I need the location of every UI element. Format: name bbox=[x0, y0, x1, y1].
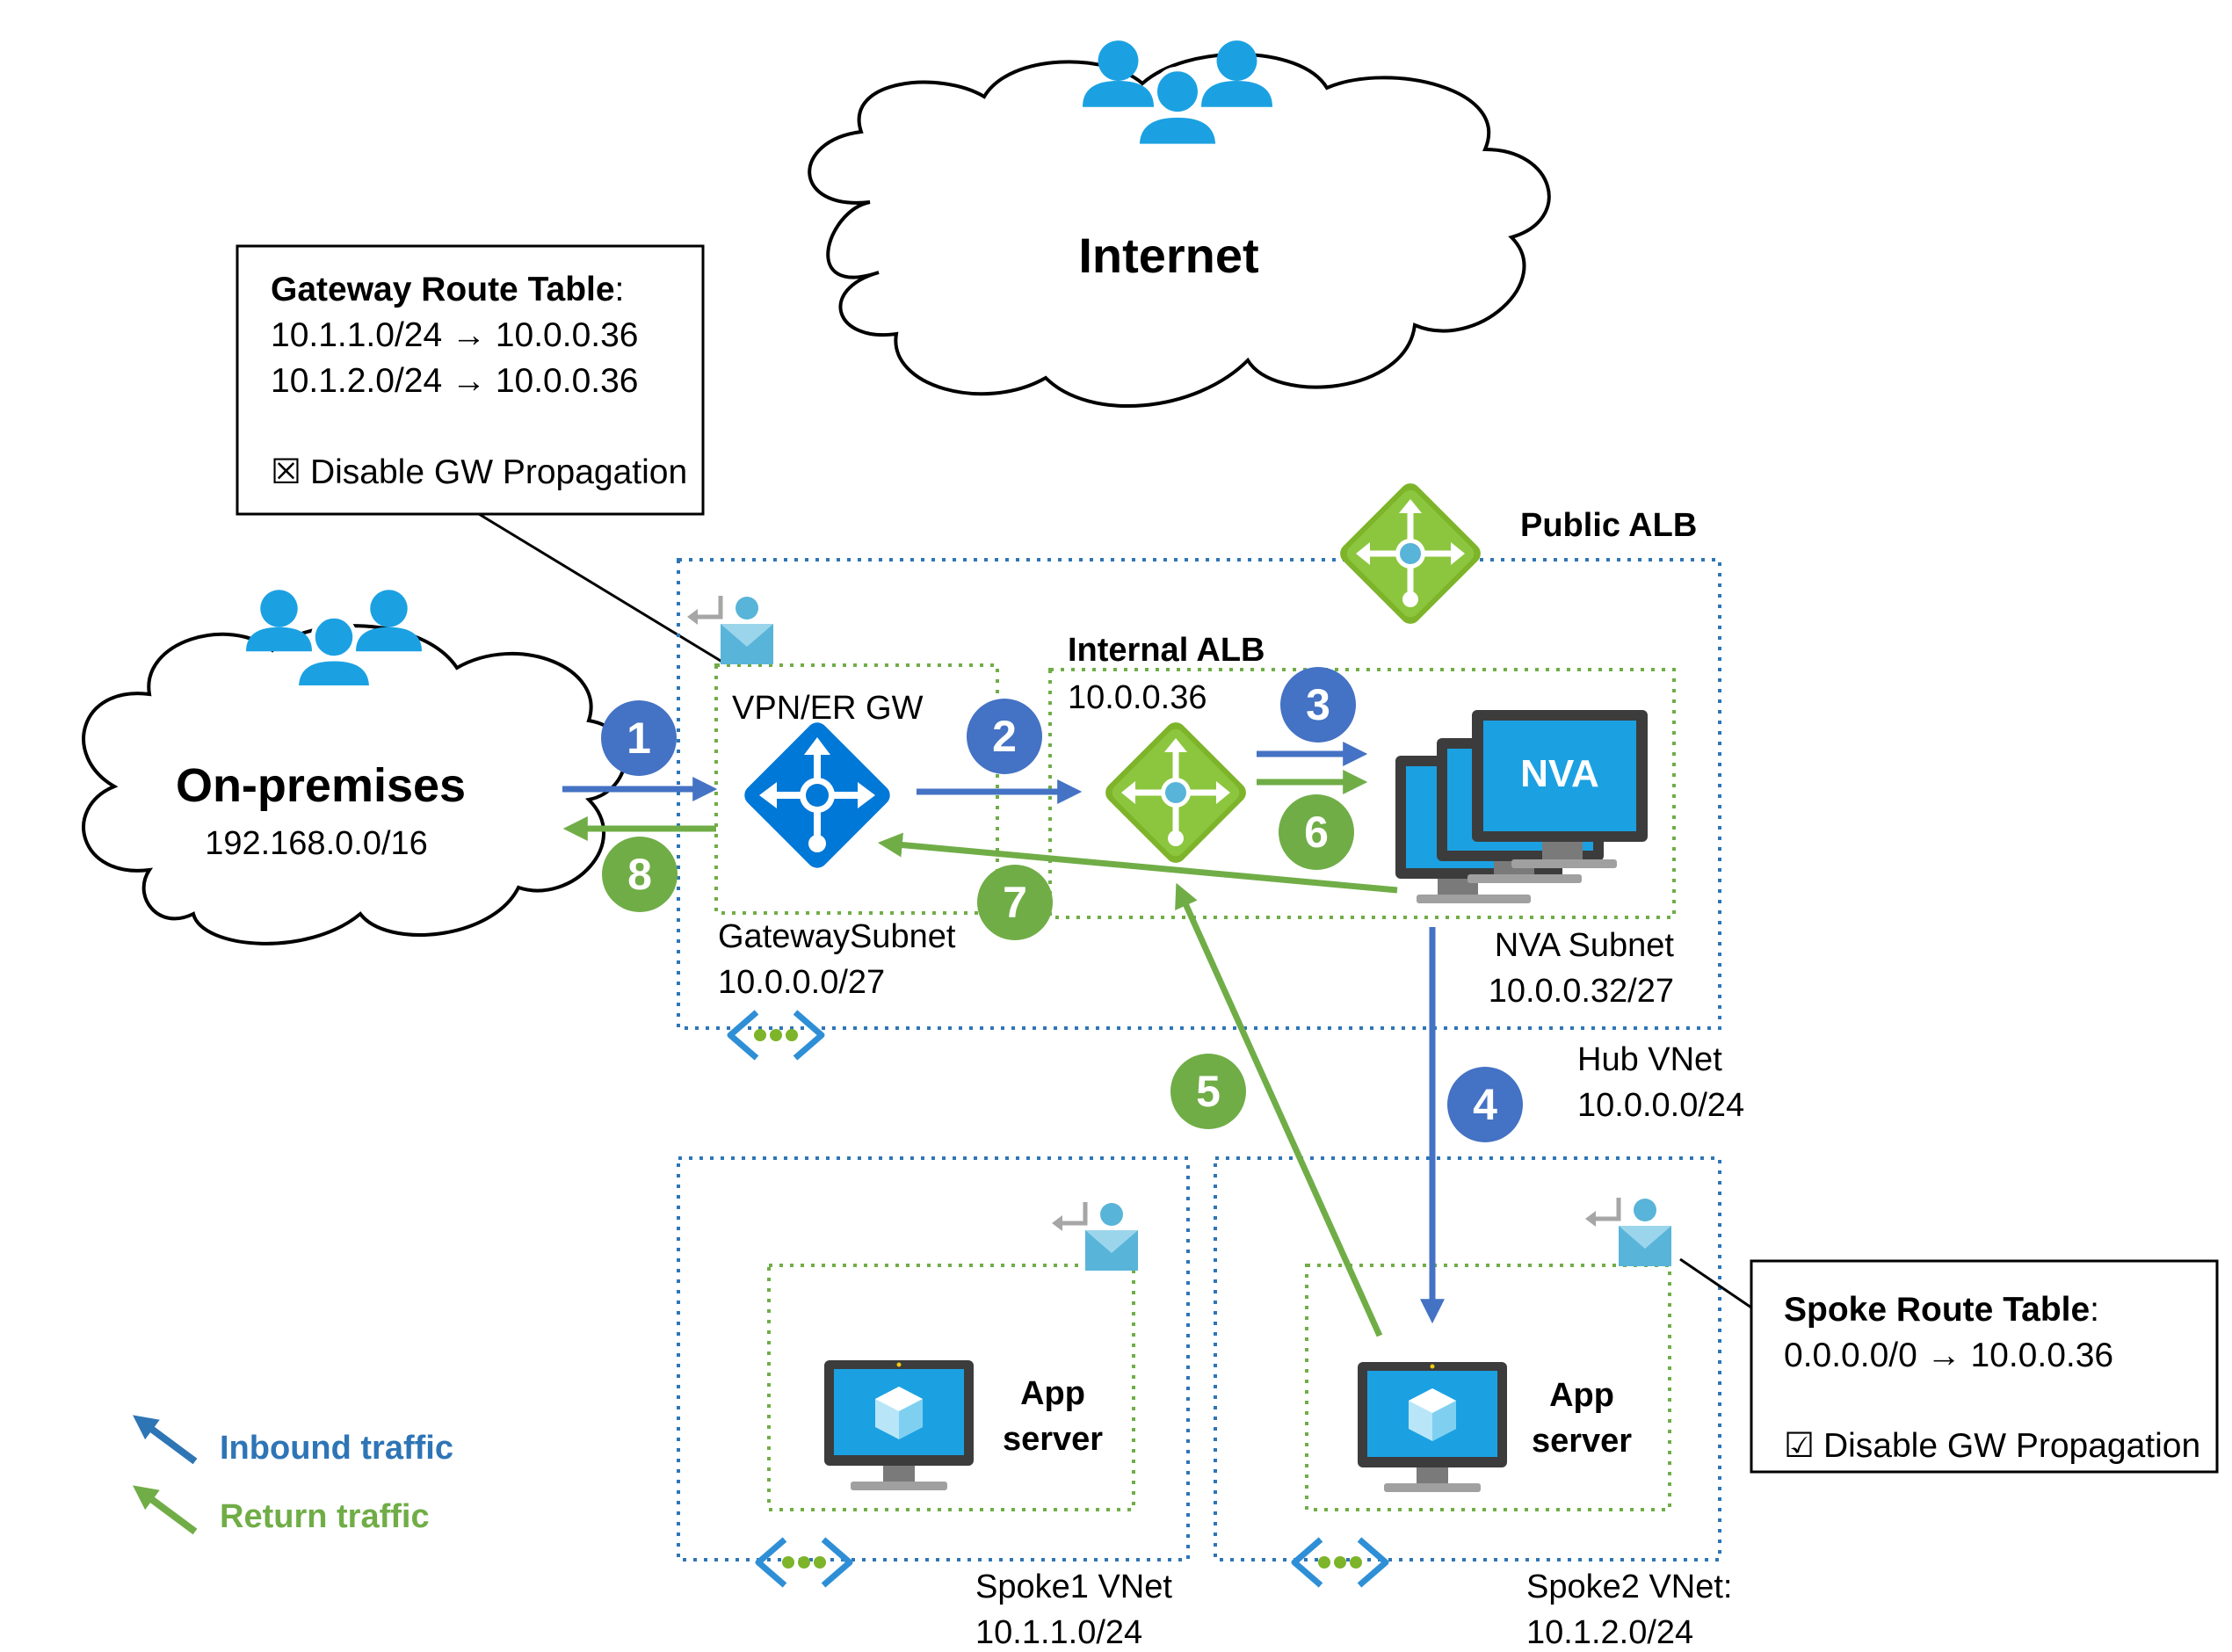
legend-inbound-arrow-icon bbox=[133, 1415, 198, 1465]
hub-vnet-boundary bbox=[677, 558, 1721, 1030]
step-badge-2: 2 bbox=[967, 699, 1042, 774]
spoke-route-1: 0.0.0.0/0 → 10.0.0.36 bbox=[1784, 1337, 2113, 1374]
hub-route-table-icon bbox=[687, 596, 773, 664]
nva-label: NVA bbox=[1520, 752, 1599, 795]
gateway-subnet-cidr: 10.0.0.0/27 bbox=[718, 964, 885, 1001]
step-badge-4: 4 bbox=[1447, 1067, 1523, 1142]
spoke-disable-propagation: Disable GW Propagation bbox=[1823, 1427, 2200, 1465]
legend-return-label: Return traffic bbox=[220, 1498, 430, 1535]
gateway-route-table-title: Gateway Route Table bbox=[271, 271, 615, 308]
vpn-gw-label: VPN/ER GW bbox=[732, 690, 924, 727]
spoke1-vnet-name: Spoke1 VNet bbox=[975, 1569, 1172, 1605]
step-8-number: 8 bbox=[627, 850, 652, 899]
step-7-number: 7 bbox=[1003, 878, 1027, 927]
app-server-2-line2: server bbox=[1532, 1423, 1632, 1460]
gateway-route-table-colon: : bbox=[615, 271, 625, 308]
app-server-2-vm-icon bbox=[1358, 1362, 1507, 1492]
gateway-subnet-name: GatewaySubnet bbox=[718, 918, 956, 955]
spoke1-vnet-icon bbox=[758, 1540, 850, 1585]
gateway-route-1: 10.1.1.0/24 → 10.0.0.36 bbox=[271, 316, 639, 354]
step-4-number: 4 bbox=[1473, 1080, 1497, 1129]
step-3-number: 3 bbox=[1306, 680, 1330, 729]
step-2-number: 2 bbox=[992, 712, 1017, 761]
app-server-1-vm-icon bbox=[824, 1360, 974, 1490]
svg-text:Gateway Route Table:: Gateway Route Table: bbox=[271, 271, 624, 308]
internal-alb-label: Internal ALB bbox=[1068, 632, 1265, 669]
spoke2-vnet-name: Spoke2 VNet: bbox=[1526, 1569, 1732, 1605]
app-server-1-line1: App bbox=[1020, 1375, 1085, 1412]
gateway-table-connector bbox=[478, 512, 726, 665]
hub-vnet-icon bbox=[730, 1012, 822, 1058]
step-1-number: 1 bbox=[627, 714, 651, 763]
gateway-subnet-boundary bbox=[714, 663, 999, 915]
arrow-step-5 bbox=[1175, 882, 1383, 1337]
step-badge-5: 5 bbox=[1170, 1054, 1246, 1129]
spoke-route-table-title: Spoke Route Table bbox=[1784, 1291, 2090, 1329]
onprem-cloud bbox=[82, 624, 627, 946]
checkbox-checked-icon: ☑ bbox=[1784, 1427, 1815, 1465]
nva-subnet-cidr: 10.0.0.32/27 bbox=[1489, 973, 1674, 1010]
step-badge-1: 1 bbox=[601, 700, 677, 776]
internet-label: Internet bbox=[1078, 228, 1258, 283]
spoke1-vnet-cidr: 10.1.1.0/24 bbox=[975, 1614, 1142, 1651]
step-badge-6: 6 bbox=[1279, 794, 1354, 870]
step-5-number: 5 bbox=[1196, 1067, 1221, 1116]
nva-vm-icon bbox=[1395, 710, 1648, 903]
gateway-route-table-box: Gateway Route Table: 10.1.1.0/24 → 10.0.… bbox=[236, 244, 705, 516]
nva-subnet-name: NVA Subnet bbox=[1495, 927, 1675, 964]
legend-inbound-label: Inbound traffic bbox=[220, 1430, 453, 1467]
spoke2-vnet-icon bbox=[1294, 1540, 1386, 1585]
svg-text:☒Disable GW Propagation: ☒Disable GW Propagation bbox=[271, 453, 687, 491]
virtual-network-gateway-icon bbox=[744, 722, 890, 868]
step-badge-7: 7 bbox=[977, 865, 1053, 940]
internal-alb-ip: 10.0.0.36 bbox=[1068, 679, 1207, 716]
internet-cloud bbox=[808, 52, 1551, 408]
spoke1-route-table-icon bbox=[1052, 1202, 1138, 1271]
spoke-route-table-colon: : bbox=[2090, 1291, 2099, 1329]
step-badge-3: 3 bbox=[1280, 667, 1356, 743]
checkbox-checked-x-icon: ☒ bbox=[271, 453, 301, 491]
step-badge-8: 8 bbox=[602, 837, 678, 912]
nva-subnet-boundary bbox=[1048, 668, 1676, 919]
app-server-1-line2: server bbox=[1003, 1421, 1103, 1458]
spoke1-vnet-boundary bbox=[677, 1156, 1190, 1561]
app-server-2-line1: App bbox=[1549, 1377, 1614, 1414]
arrow-step-7 bbox=[877, 832, 1398, 894]
onprem-title: On-premises bbox=[176, 759, 466, 812]
gateway-route-2: 10.1.2.0/24 → 10.0.0.36 bbox=[271, 362, 639, 400]
spoke2-subnet-boundary bbox=[1305, 1264, 1671, 1511]
svg-text:Spoke Route Table:: Spoke Route Table: bbox=[1784, 1291, 2099, 1329]
spoke-table-connector bbox=[1679, 1257, 1752, 1309]
step-6-number: 6 bbox=[1304, 808, 1329, 857]
hub-vnet-name: Hub VNet bbox=[1577, 1041, 1722, 1078]
hub-vnet-cidr: 10.0.0.0/24 bbox=[1577, 1087, 1744, 1124]
gateway-disable-propagation: Disable GW Propagation bbox=[310, 453, 687, 491]
spoke1-subnet-boundary bbox=[767, 1264, 1135, 1511]
spoke2-route-table-icon bbox=[1585, 1198, 1671, 1266]
public-alb-icon bbox=[1336, 479, 1485, 628]
legend-return-arrow-icon bbox=[133, 1485, 198, 1535]
onprem-cidr: 192.168.0.0/16 bbox=[205, 825, 428, 862]
svg-text:☑Disable GW Propagation: ☑Disable GW Propagation bbox=[1784, 1427, 2200, 1465]
internal-alb-icon bbox=[1101, 718, 1250, 867]
spoke-route-table-box: Spoke Route Table: 0.0.0.0/0 → 10.0.0.36… bbox=[1750, 1259, 2219, 1474]
spoke2-vnet-cidr: 10.1.2.0/24 bbox=[1526, 1614, 1693, 1651]
public-alb-label: Public ALB bbox=[1520, 507, 1697, 544]
